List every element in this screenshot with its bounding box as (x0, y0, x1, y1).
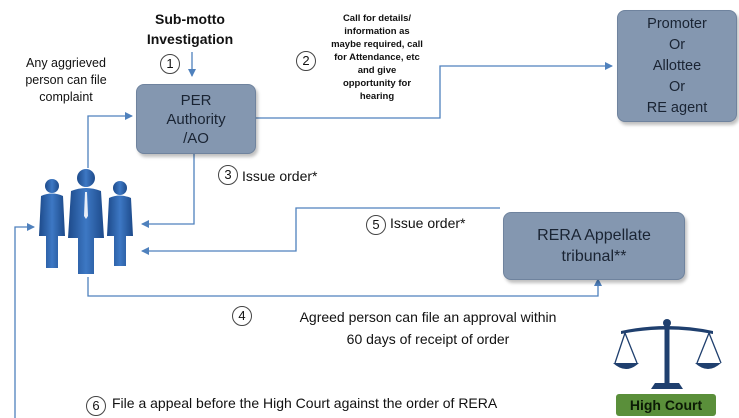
suo-motto-label: Sub-motto Investigation (146, 11, 234, 47)
step-3-badge: 3 (218, 165, 238, 185)
scales-of-justice-icon (613, 319, 722, 389)
arrow-appeal-tribunal (87, 277, 602, 297)
promoter-label: Promoter Or Allottee Or RE agent (646, 15, 708, 116)
appellate-tribunal-label: RERA Appellate tribunal** (537, 227, 651, 265)
step-4-text: Agreed person can file an approval withi… (299, 309, 557, 347)
step-4-badge: 4 (232, 306, 252, 326)
promoter-box: Promoter Or Allottee Or RE agent (617, 10, 737, 122)
arrow-call-details (256, 62, 613, 119)
step-1-badge: 1 (160, 54, 180, 74)
step-2-badge: 2 (296, 51, 316, 71)
arrow-issue-order-5 (141, 207, 500, 255)
per-authority-box: PER Authority /AO (136, 84, 256, 154)
complaint-note: Any aggrieved person can file complaint (25, 56, 107, 104)
step-2-text: Call for details/ information as maybe r… (331, 13, 423, 102)
high-court-badge: High Court (616, 394, 716, 416)
arrow-high-court (14, 223, 35, 418)
people-group-icon (39, 169, 133, 274)
step-6-badge: 6 (86, 396, 106, 416)
per-authority-label: PER Authority /AO (166, 91, 226, 147)
appellate-tribunal-box: RERA Appellate tribunal** (503, 212, 685, 280)
arrow-complaint (87, 112, 133, 168)
step-5-text: Issue order* (390, 215, 466, 231)
arrow-issue-order-3 (141, 153, 195, 228)
step-6-text: File a appeal before the High Court agai… (112, 395, 498, 411)
step-5-badge: 5 (366, 215, 386, 235)
step-3-text: Issue order* (242, 168, 318, 184)
